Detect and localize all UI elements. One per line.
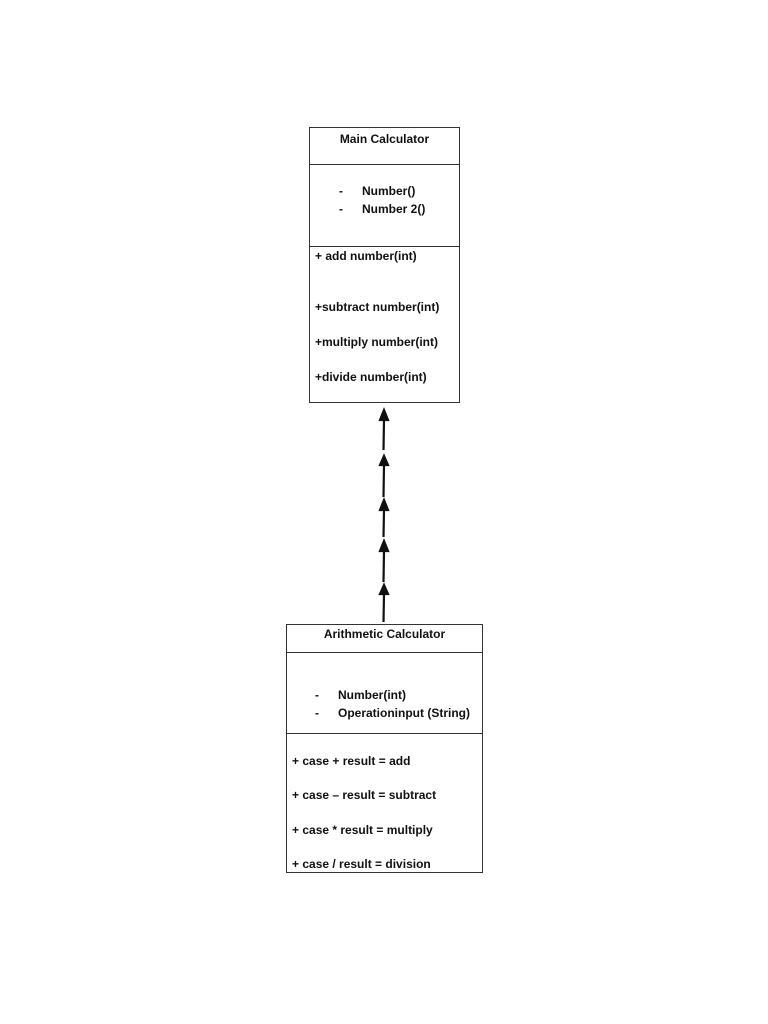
attribute-text: Number() (362, 184, 416, 198)
arithmetic-calculator-name-section: Arithmetic Calculator (287, 625, 482, 653)
main-calculator-operation: +multiply number(int) (315, 335, 438, 349)
arithmetic-calculator-class: Arithmetic Calculator - Number(int) - Op… (286, 624, 483, 873)
attribute-text: Number(int) (338, 688, 406, 702)
arithmetic-calculator-title: Arithmetic Calculator (323, 627, 446, 641)
arrow-segment (382, 509, 386, 538)
visibility-marker: - (339, 184, 343, 198)
main-calculator-title: Main Calculator (339, 132, 430, 146)
attribute-text: Operationinput (String) (338, 706, 470, 720)
main-calculator-operation: +divide number(int) (315, 370, 427, 384)
attribute-text: Number 2() (362, 202, 426, 216)
arithmetic-calculator-operations-section: + case + result = add + case – result = … (287, 734, 482, 872)
arithmetic-calculator-operation: + case * result = multiply (292, 823, 433, 837)
main-calculator-operation: + add number(int) (315, 249, 417, 263)
arrow-segment (382, 419, 386, 451)
arithmetic-calculator-attribute: - Number(int) (315, 686, 482, 704)
arrowhead-icon (378, 497, 390, 512)
arrow-segment (382, 550, 386, 583)
visibility-marker: - (315, 688, 319, 702)
main-calculator-operations-section: + add number(int) +subtract number(int) … (310, 247, 459, 402)
arrowhead-icon (378, 538, 390, 553)
main-calculator-name-section: Main Calculator (310, 128, 459, 165)
main-calculator-attribute: - Number() (339, 182, 459, 200)
main-calculator-class: Main Calculator - Number() - Number 2() … (309, 127, 460, 403)
arrowhead-icon (378, 453, 390, 467)
arrowhead-icon (378, 407, 390, 422)
arithmetic-calculator-operation: + case + result = add (292, 754, 411, 768)
main-calculator-attributes-section: - Number() - Number 2() (310, 165, 459, 247)
main-calculator-operation: +subtract number(int) (315, 300, 440, 314)
arrow-segment (382, 593, 386, 623)
main-calculator-attribute: - Number 2() (339, 200, 459, 218)
arithmetic-calculator-operation: + case – result = subtract (292, 788, 437, 802)
visibility-marker: - (315, 706, 319, 720)
arrowhead-icon (378, 582, 390, 596)
arithmetic-calculator-operation: + case / result = division (292, 857, 431, 871)
arrow-segment (382, 464, 386, 498)
arithmetic-calculator-attribute: - Operationinput (String) (315, 704, 482, 722)
visibility-marker: - (339, 202, 343, 216)
arithmetic-calculator-attributes-section: - Number(int) - Operationinput (String) (287, 653, 482, 734)
